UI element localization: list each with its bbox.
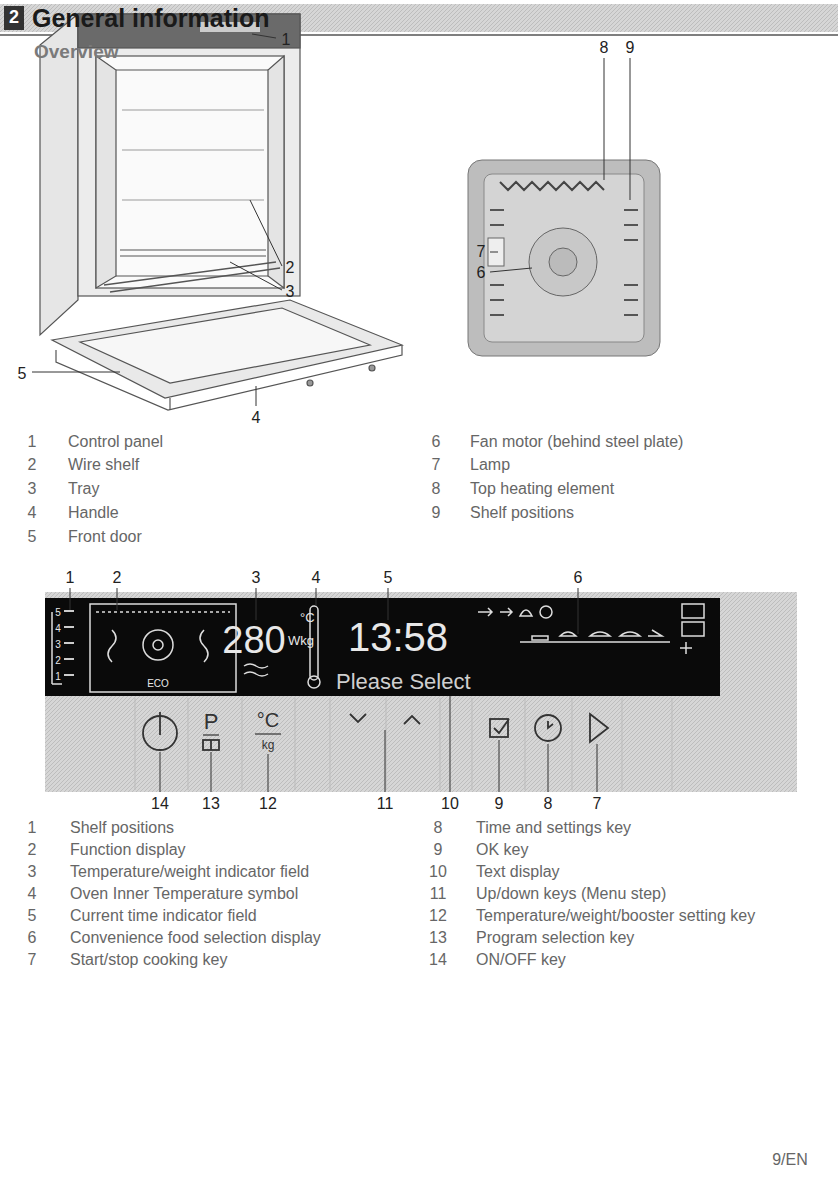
callout-number: 8 xyxy=(600,39,609,57)
section-number: 2 xyxy=(9,8,19,28)
part-name: Lamp xyxy=(470,456,510,474)
part-number: 2 xyxy=(28,456,37,474)
item-name: Time and settings key xyxy=(476,819,631,837)
callout-number: 12 xyxy=(259,795,277,813)
display-shelf-number: 3 xyxy=(55,639,61,650)
item-name: Convenience food selection display xyxy=(70,929,321,947)
display-shelf-number: 2 xyxy=(55,655,61,666)
sub-heading: Overview xyxy=(34,42,119,63)
part-name: Top heating element xyxy=(470,480,614,498)
item-number: 5 xyxy=(28,907,37,925)
callout-number: 7 xyxy=(477,243,486,261)
item-name: Function display xyxy=(70,841,186,859)
part-name: Fan motor (behind steel plate) xyxy=(470,433,683,451)
callout-number: 3 xyxy=(252,569,261,587)
display-shelf-number: 1 xyxy=(55,671,61,682)
item-number: 8 xyxy=(434,819,443,837)
item-number: 13 xyxy=(429,929,447,947)
item-number: 10 xyxy=(429,863,447,881)
callout-number: 13 xyxy=(202,795,220,813)
callout-number: 3 xyxy=(286,283,295,301)
item-name: ON/OFF key xyxy=(476,951,566,969)
item-number: 12 xyxy=(429,907,447,925)
part-number: 9 xyxy=(432,504,441,522)
part-name: Tray xyxy=(68,480,99,498)
callout-number: 11 xyxy=(377,795,394,813)
part-number: 4 xyxy=(28,504,37,522)
callout-number: 10 xyxy=(441,795,459,813)
callout-number: 1 xyxy=(282,31,291,49)
key-symbol: °C xyxy=(257,709,279,731)
callout-number: 7 xyxy=(593,795,602,813)
item-name: Oven Inner Temperature symbol xyxy=(70,885,298,903)
key-symbol: kg xyxy=(262,739,275,752)
item-name: Program selection key xyxy=(476,929,634,947)
callout-number: 6 xyxy=(477,264,486,282)
item-name: Temperature/weight indicator field xyxy=(70,863,309,881)
item-name: OK key xyxy=(476,841,528,859)
part-number: 8 xyxy=(432,480,441,498)
callout-number: 8 xyxy=(544,795,553,813)
item-name: Text display xyxy=(476,863,560,881)
callout-number: 9 xyxy=(495,795,504,813)
item-name: Start/stop cooking key xyxy=(70,951,227,969)
section-title: General information xyxy=(32,4,270,33)
part-name: Wire shelf xyxy=(68,456,139,474)
part-name: Control panel xyxy=(68,433,163,451)
display-shelf-number: 4 xyxy=(55,623,61,634)
display-text: Please Select xyxy=(336,670,471,694)
callout-number: 4 xyxy=(252,409,261,427)
part-name: Shelf positions xyxy=(470,504,574,522)
item-number: 14 xyxy=(429,951,447,969)
item-number: 7 xyxy=(28,951,37,969)
part-number: 5 xyxy=(28,528,37,546)
callout-number: 2 xyxy=(113,569,122,587)
callout-number: 1 xyxy=(66,569,75,587)
page-number: 9/EN xyxy=(772,1151,808,1169)
callout-number: 6 xyxy=(574,569,583,587)
display-unit: °C xyxy=(300,611,315,625)
item-number: 9 xyxy=(434,841,443,859)
display-shelf-number: 5 xyxy=(55,607,61,618)
part-number: 1 xyxy=(28,433,37,451)
display-digits: 13:58 xyxy=(348,615,448,659)
item-name: Up/down keys (Menu step) xyxy=(476,885,666,903)
callout-number: 9 xyxy=(626,39,635,57)
item-number: 3 xyxy=(28,863,37,881)
item-name: Temperature/weight/booster setting key xyxy=(476,907,755,925)
display-digits: 280 xyxy=(222,620,285,662)
callout-number: 2 xyxy=(286,259,295,277)
part-name: Handle xyxy=(68,504,119,522)
callout-number: 5 xyxy=(384,569,393,587)
key-symbol: P xyxy=(204,710,219,734)
callout-number: 14 xyxy=(151,795,169,813)
callout-number: 4 xyxy=(312,569,321,587)
part-number: 6 xyxy=(432,433,441,451)
item-number: 6 xyxy=(28,929,37,947)
item-number: 1 xyxy=(28,819,37,837)
part-number: 3 xyxy=(28,480,37,498)
display-unit: Wkg xyxy=(288,634,314,648)
item-name: Current time indicator field xyxy=(70,907,257,925)
part-number: 7 xyxy=(432,456,441,474)
item-number: 4 xyxy=(28,885,37,903)
item-number: 11 xyxy=(430,885,447,903)
item-name: Shelf positions xyxy=(70,819,174,837)
callout-number: 5 xyxy=(18,365,27,383)
display-text: ECO xyxy=(147,678,169,689)
item-number: 2 xyxy=(28,841,37,859)
part-name: Front door xyxy=(68,528,142,546)
